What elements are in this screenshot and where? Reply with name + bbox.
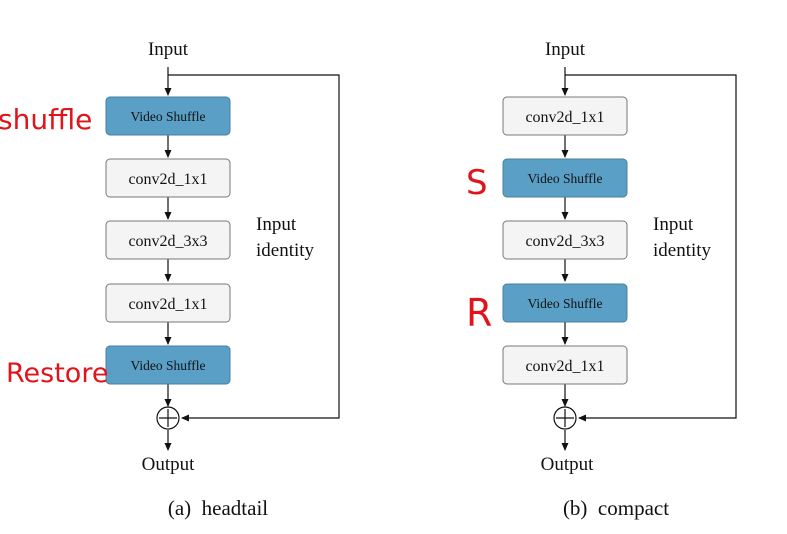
- input-label: Input: [148, 39, 189, 60]
- video-shuffle-block: [502, 283, 628, 323]
- video-shuffle-block: [105, 96, 231, 136]
- panel-caption: (b) compact: [563, 496, 669, 520]
- identity-skip-connection: [565, 74, 737, 422]
- block-label: conv2d_1x1: [525, 109, 604, 126]
- side-label-line-1: Input: [653, 214, 694, 235]
- conv-block: [502, 345, 628, 385]
- video-shuffle-block: [105, 345, 231, 385]
- side-label-line-1: Input: [256, 214, 297, 235]
- panel-headtail: Input Video Shuffle conv2d_1x1 conv2d_3x…: [0, 39, 340, 520]
- video-shuffle-block: [502, 158, 628, 198]
- sum-node-icon: [156, 406, 180, 430]
- block-label: Video Shuffle: [527, 296, 602, 311]
- panel-compact: Input conv2d_1x1 Video Shuffle conv2d_3x…: [466, 39, 737, 520]
- conv-block: [105, 220, 231, 260]
- block-label: conv2d_3x3: [128, 233, 207, 250]
- side-label-line-2: identity: [653, 240, 712, 261]
- conv-block: [105, 158, 231, 198]
- side-label-line-2: identity: [256, 240, 315, 261]
- handwritten-annotation: S: [466, 163, 488, 203]
- input-label: Input: [545, 39, 586, 60]
- output-label: Output: [142, 454, 196, 475]
- block-label: Video Shuffle: [130, 109, 205, 124]
- block-label: Video Shuffle: [527, 171, 602, 186]
- conv-block: [502, 220, 628, 260]
- identity-skip-connection: [168, 74, 340, 422]
- handwritten-annotation: R: [466, 291, 492, 335]
- block-label: conv2d_1x1: [525, 358, 604, 375]
- handwritten-annotation: shuffle: [0, 103, 92, 136]
- panel-caption: (a) headtail: [168, 496, 268, 520]
- block-label: conv2d_1x1: [128, 171, 207, 188]
- handwritten-annotation: Restore: [6, 358, 108, 389]
- sum-node-icon: [553, 406, 577, 430]
- conv-block: [105, 283, 231, 323]
- block-label: conv2d_3x3: [525, 233, 604, 250]
- output-label: Output: [541, 454, 595, 475]
- block-label: conv2d_1x1: [128, 296, 207, 313]
- conv-block: [502, 96, 628, 136]
- block-label: Video Shuffle: [130, 358, 205, 373]
